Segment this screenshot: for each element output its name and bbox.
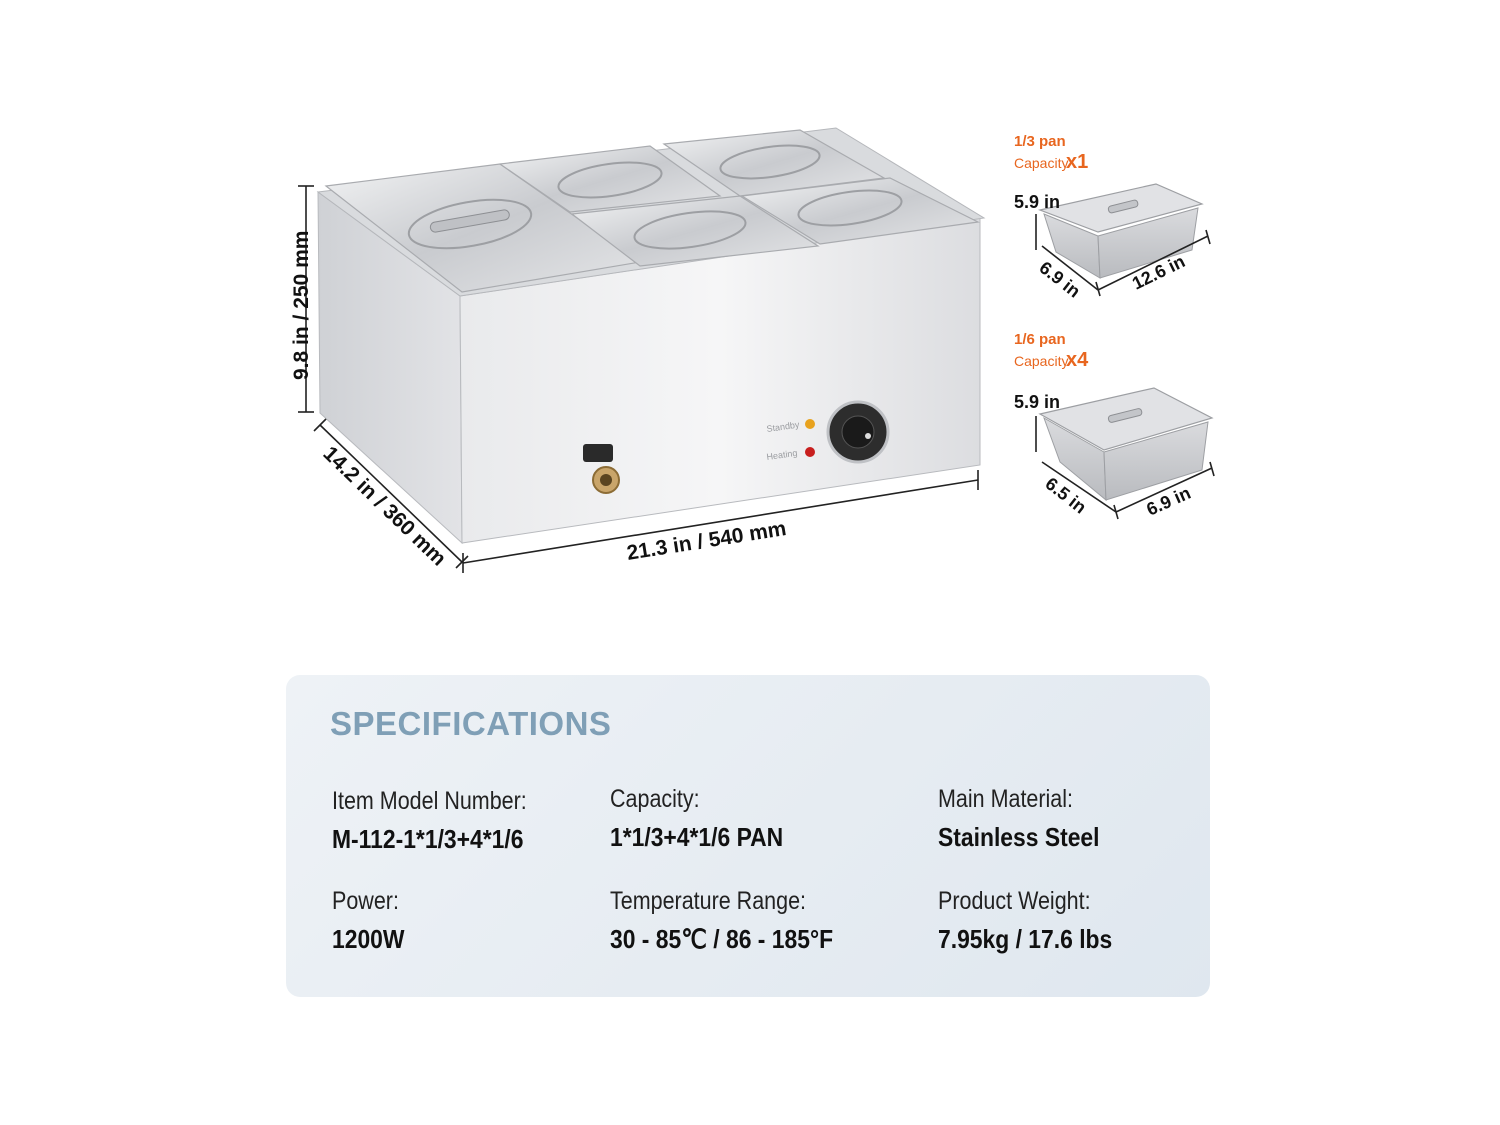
pan-sixth-detail: 1/6 pan Capacity x4 5.9 in 6.5 in 6.9 in — [1014, 331, 1215, 520]
heating-label: Heating — [766, 448, 798, 462]
lid-sixth-pan-4 — [740, 177, 980, 245]
spec-main-material: Main Material: Stainless Steel — [938, 785, 1122, 853]
spec-value: 1*1/3+4*1/6 PAN — [610, 822, 784, 852]
specifications-title: SPECIFICATIONS — [330, 705, 612, 742]
spec-label: Item Model Number: — [332, 787, 527, 815]
pan-sixth-capacity-count: x4 — [1066, 349, 1089, 371]
product-illustration: Standby Heating 9.8 in / 250 mm 14.2 in … — [290, 127, 1215, 573]
spec-value: M-112-1*1/3+4*1/6 — [332, 824, 524, 854]
spec-value: 7.95kg / 17.6 lbs — [938, 924, 1113, 954]
spec-power: Power: 1200W — [332, 887, 414, 955]
pan-third-detail: 1/3 pan Capacity x1 5.9 in 6.9 in 12.6 i… — [1014, 133, 1211, 301]
lid-sixth-pan-1 — [498, 145, 722, 213]
spec-model-number: Item Model Number: M-112-1*1/3+4*1/6 — [332, 787, 558, 855]
pan-third-title: 1/3 pan — [1014, 133, 1066, 150]
spec-label: Power: — [332, 887, 399, 915]
standby-label: Standby — [766, 419, 801, 434]
pan-sixth-height: 5.9 in — [1014, 392, 1060, 412]
spec-label: Capacity: — [610, 785, 700, 813]
dimension-lines — [298, 185, 979, 573]
spec-product-weight: Product Weight: 7.95kg / 17.6 lbs — [938, 887, 1136, 955]
control-panel: Standby Heating — [766, 400, 890, 464]
spec-label: Main Material: — [938, 785, 1074, 813]
spec-capacity: Capacity: 1*1/3+4*1/6 PAN — [610, 785, 807, 853]
lid-sixth-pan-3 — [570, 195, 820, 267]
standby-light — [805, 419, 815, 429]
spec-label: Temperature Range: — [610, 887, 806, 915]
spec-value: 30 - 85℃ / 86 - 185°F — [610, 924, 834, 954]
heating-light — [805, 447, 815, 457]
spec-temperature-range: Temperature Range: 30 - 85℃ / 86 - 185°F — [610, 887, 864, 955]
height-dimension: 9.8 in / 250 mm — [290, 231, 313, 380]
pan-third-capacity-label: Capacity — [1014, 155, 1068, 171]
lid-sixth-pan-2 — [662, 129, 886, 197]
pan-third-capacity-count: x1 — [1066, 151, 1088, 173]
specifications-panel: SPECIFICATIONS Item Model Number: M-112-… — [286, 675, 1210, 997]
spec-value: Stainless Steel — [938, 822, 1100, 852]
drain-valve — [583, 444, 620, 494]
spec-value: 1200W — [332, 924, 405, 954]
spec-label: Product Weight: — [938, 887, 1091, 915]
pan-sixth-capacity-label: Capacity — [1014, 353, 1068, 369]
pan-sixth-title: 1/6 pan — [1014, 331, 1066, 348]
pan-third-height: 5.9 in — [1014, 192, 1060, 212]
